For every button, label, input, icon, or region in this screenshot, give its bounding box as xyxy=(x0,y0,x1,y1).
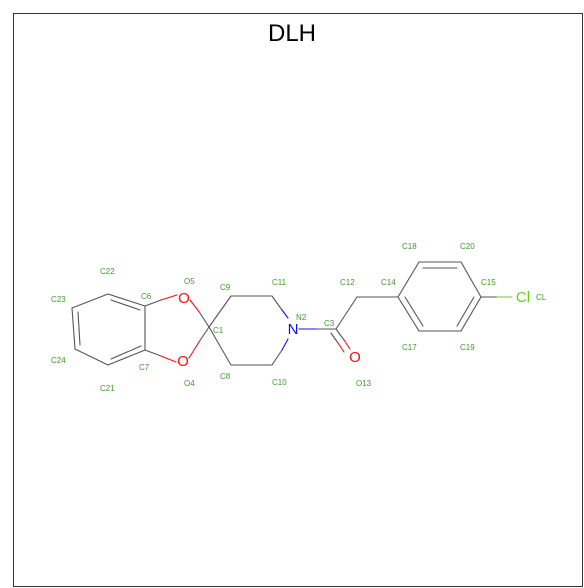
bond-c3-o13-b xyxy=(343,339,351,350)
bonds xyxy=(71,261,513,366)
label-c17: C17 xyxy=(402,343,417,352)
bond-c22-c23 xyxy=(71,293,109,309)
bond-c3-c12 xyxy=(335,296,358,330)
label-c11: C11 xyxy=(272,278,287,287)
bond-c17-c14-inner xyxy=(404,296,424,327)
label-c15: C15 xyxy=(481,278,496,287)
label-c8: C8 xyxy=(220,372,231,381)
bond-c1-c9 xyxy=(208,295,232,328)
label-c22: C22 xyxy=(100,267,115,276)
bond-c1-c8 xyxy=(208,326,232,366)
bond-c17-c14 xyxy=(397,296,420,332)
bond-c21-c7-inner xyxy=(110,345,142,360)
bond-c10-n2-a xyxy=(271,349,283,366)
bond-o4-c1-a xyxy=(188,341,200,359)
bond-c7-o4-a xyxy=(144,349,162,357)
atom-labels: C22 C23 C24 C21 C6 C7 O5 O4 C1 C9 C8 C11… xyxy=(51,242,547,393)
bond-c21-c7 xyxy=(107,349,146,366)
bond-c6-o5-a xyxy=(144,299,162,307)
bond-c7-o4-b xyxy=(160,355,177,363)
label-c19: C19 xyxy=(460,343,475,352)
bond-c11-n2-b xyxy=(281,309,289,319)
label-o13: O13 xyxy=(356,379,372,388)
diagram-frame xyxy=(13,13,583,587)
bond-c6-o5-b xyxy=(160,294,178,301)
bond-c23-c24-inner xyxy=(77,311,81,346)
label-o4: O4 xyxy=(184,379,195,388)
bond-c15-c19-inner xyxy=(456,296,475,327)
bond-c22-c6 xyxy=(107,293,146,307)
molecule-title: DLH xyxy=(267,20,316,47)
label-c3: C3 xyxy=(324,319,335,328)
bond-c14-c18 xyxy=(397,261,420,298)
nitrogen-n2-symbol: N xyxy=(288,321,299,338)
bond-o4-c1-b xyxy=(198,326,210,343)
label-c10: C10 xyxy=(272,378,287,387)
label-n2: N2 xyxy=(296,313,307,322)
bond-c10-n2-b xyxy=(281,338,289,351)
bond-c15-c19 xyxy=(460,296,482,332)
bond-c20-c15 xyxy=(460,261,482,298)
chlorine-symbol: Cl xyxy=(516,289,530,306)
bond-c24-c21 xyxy=(74,348,109,366)
bond-o5-c1-a xyxy=(189,299,201,314)
label-c1: C1 xyxy=(213,326,224,335)
label-c21: C21 xyxy=(100,384,115,393)
label-c20: C20 xyxy=(460,242,475,251)
label-c9: C9 xyxy=(220,283,231,292)
label-c7: C7 xyxy=(139,363,150,372)
bond-c3-o13-d xyxy=(337,342,345,353)
bond-c3-o13-a xyxy=(335,328,345,341)
oxygen-o13-symbol: O xyxy=(349,349,361,366)
label-cl: CL xyxy=(536,293,547,302)
bond-c23-c24 xyxy=(71,307,76,350)
label-c18: C18 xyxy=(402,242,417,251)
bond-c11-n2-a xyxy=(271,295,283,311)
oxygen-o4-symbol: O xyxy=(177,353,189,370)
label-c23: C23 xyxy=(51,295,66,304)
label-c14: C14 xyxy=(381,278,396,287)
label-o5: O5 xyxy=(184,277,195,286)
oxygen-o5-symbol: O xyxy=(178,290,190,307)
bond-c3-o13-c xyxy=(330,332,339,344)
bond-c22-c6-inner xyxy=(110,299,141,311)
label-c24: C24 xyxy=(51,356,66,365)
bond-o5-c1-b xyxy=(199,312,210,328)
label-c12: C12 xyxy=(340,278,355,287)
label-c6: C6 xyxy=(141,292,152,301)
